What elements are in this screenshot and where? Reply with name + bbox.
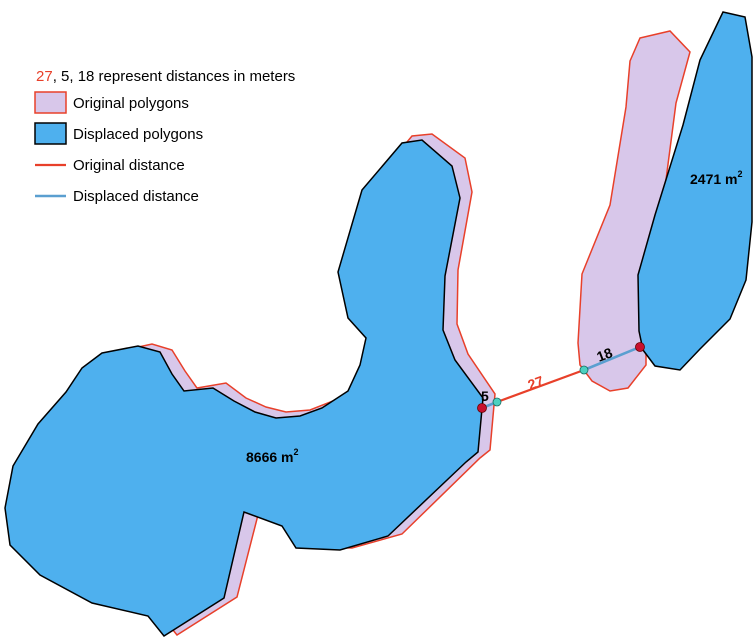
- area-label-large-value: 8666 m: [246, 449, 293, 465]
- distance-label-5: 5: [481, 388, 489, 404]
- displaced-distance-line-18: [583, 345, 641, 372]
- original-polygon-small: [577, 30, 691, 392]
- area-label-small-value: 2471 m: [690, 171, 737, 187]
- legend-note: 27, 5, 18 represent distances in meters: [36, 68, 295, 85]
- displaced-point-right: [579, 365, 589, 375]
- legend: 27, 5, 18 represent distances in meters …: [34, 68, 295, 205]
- displaced-polygon-small: [637, 11, 753, 371]
- area-label-large: 8666 m2: [246, 447, 299, 465]
- legend-label-displaced-distance: Displaced distance: [73, 188, 199, 205]
- legend-swatch-original-polygons: [34, 91, 67, 114]
- area-label-large-sup: 2: [293, 447, 298, 457]
- displaced-polygon-large: [4, 139, 484, 637]
- legend-label-original-distance: Original distance: [73, 157, 185, 174]
- area-label-small: 2471 m2: [690, 169, 743, 187]
- distance-label-27: 27: [526, 372, 546, 392]
- original-point-right: [635, 342, 645, 352]
- original-distance-line: [496, 368, 585, 404]
- area-label-small-sup: 2: [737, 169, 742, 179]
- legend-note-highlight: 27: [36, 68, 53, 85]
- legend-swatch-displaced-polygons: [34, 122, 67, 145]
- legend-label-original-polygons: Original polygons: [73, 95, 189, 112]
- displaced-point-left: [492, 397, 502, 407]
- distance-label-18: 18: [594, 344, 614, 365]
- original-point-left: [477, 403, 487, 413]
- legend-note-rest: , 5, 18 represent distances in meters: [53, 68, 296, 85]
- legend-label-displaced-polygons: Displaced polygons: [73, 126, 203, 143]
